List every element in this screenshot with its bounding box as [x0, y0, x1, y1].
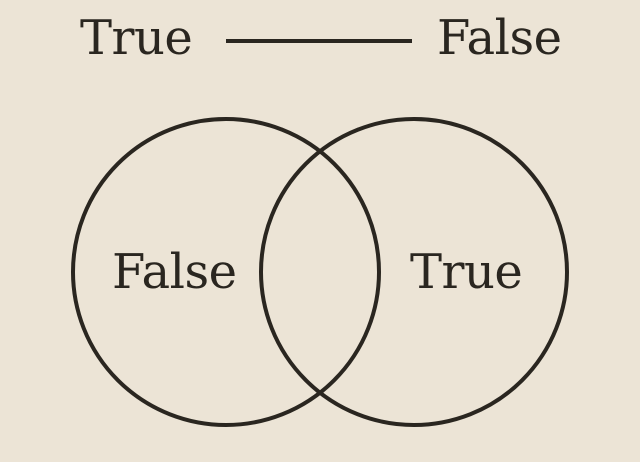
top-left-label: True [80, 10, 193, 66]
left-circle [71, 117, 381, 427]
right-circle-label: True [410, 244, 523, 300]
left-circle-label: False [112, 244, 237, 300]
top-right-label: False [437, 10, 562, 66]
right-circle [259, 117, 569, 427]
